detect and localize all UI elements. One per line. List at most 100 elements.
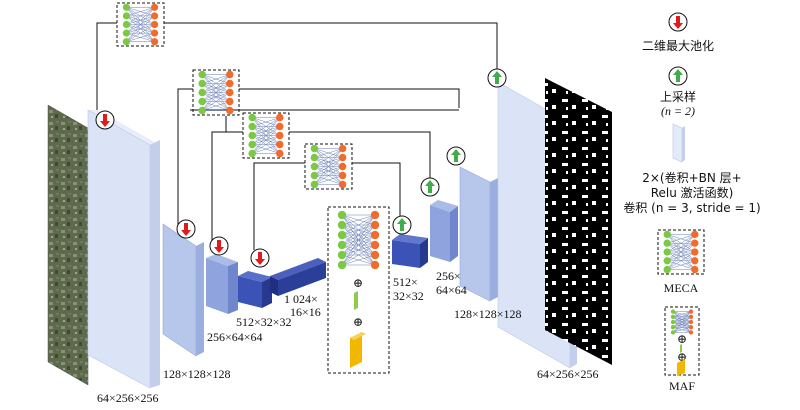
orange-node — [151, 38, 159, 46]
green-node — [310, 171, 319, 180]
legend-conv-line3: 卷积 (n = 3, stride = 1) — [623, 200, 760, 215]
orange-node — [688, 330, 694, 335]
encoder-block-2 — [162, 223, 204, 357]
orange-node — [276, 131, 284, 140]
encoder-block-1 — [87, 109, 160, 389]
green-node — [663, 265, 671, 274]
green-node — [248, 140, 256, 149]
legend: 二维最大池化 上采样 (n = 2) 2×(卷积+BN 层+ Relu 激活函数… — [623, 12, 761, 393]
orange-node — [688, 314, 694, 319]
orange-node — [338, 171, 347, 180]
green-node — [122, 20, 130, 29]
legend-conv-icon — [672, 123, 685, 163]
green-node — [248, 131, 256, 140]
orange-node — [688, 325, 694, 330]
meca-module-3 — [242, 112, 290, 159]
green-node — [337, 210, 347, 220]
orange-node — [338, 162, 347, 171]
label-dec2-2: 64×64 — [436, 283, 467, 297]
label-bottleneck-2: 16×16 — [290, 305, 321, 319]
legend-maxpool-label: 二维最大池化 — [642, 39, 714, 53]
green-node — [337, 260, 347, 270]
orange-node — [151, 12, 159, 20]
orange-node — [276, 149, 284, 158]
svg-text:⊕: ⊕ — [677, 350, 687, 364]
green-node — [337, 220, 347, 230]
svg-text:⊕: ⊕ — [677, 332, 687, 346]
orange-node — [370, 260, 380, 270]
legend-conv-line1: 2×(卷积+BN 层+ — [642, 170, 742, 185]
legend-upsample-icon — [668, 66, 688, 86]
green-node — [198, 70, 206, 79]
upsample-arrow-3 — [420, 177, 440, 197]
encoder-block-4 — [238, 271, 272, 308]
orange-node — [370, 220, 380, 230]
green-node — [248, 113, 256, 122]
green-node — [337, 250, 347, 260]
maf-green-bar — [354, 291, 358, 310]
label-bottleneck-1: 1 024× — [284, 292, 318, 306]
legend-upsample-label: 上采样 — [660, 89, 696, 104]
green-node — [337, 230, 347, 240]
legend-upsample-n: (n = 2) — [661, 104, 695, 118]
green-node — [122, 12, 130, 20]
encoder-block-3 — [206, 254, 238, 314]
label-dec3-1: 512× — [393, 275, 418, 289]
orange-node — [688, 319, 694, 325]
label-dec1: 128×128×128 — [454, 307, 522, 321]
orange-node — [226, 106, 234, 115]
green-node — [663, 239, 671, 247]
orange-node — [370, 240, 380, 250]
legend-meca-icon — [657, 229, 705, 275]
green-node — [122, 3, 130, 11]
green-node — [670, 319, 676, 325]
maf-plus-1: ⊕ — [353, 276, 363, 290]
orange-node — [370, 230, 380, 240]
label-dec2-1: 256× — [436, 269, 461, 283]
green-node — [663, 230, 671, 239]
meca-module-4 — [304, 143, 353, 190]
orange-node — [338, 180, 347, 189]
orange-node — [226, 79, 234, 88]
decoder-block-2 — [459, 166, 498, 302]
legend-maxpool-icon — [668, 12, 688, 32]
green-node — [310, 153, 319, 162]
green-node — [663, 257, 671, 265]
orange-node — [151, 20, 159, 29]
green-node — [310, 144, 319, 153]
green-node — [670, 325, 676, 330]
upsample-arrow-2 — [446, 146, 466, 166]
green-node — [198, 88, 206, 97]
label-dec3-2: 32×32 — [393, 289, 424, 303]
green-node — [310, 162, 319, 171]
label-enc2: 256×64×64 — [207, 330, 263, 344]
green-node — [310, 180, 319, 189]
orange-node — [370, 250, 380, 260]
orange-node — [370, 210, 380, 220]
maxpool-arrow-1 — [95, 110, 115, 130]
maxpool-arrow-3 — [209, 236, 229, 256]
legend-conv-line2: Relu 激活函数) — [651, 185, 734, 200]
orange-node — [276, 113, 284, 122]
label-input-size: 64×256×256 — [97, 391, 159, 405]
maf-module: ⊕ ⊕ — [327, 206, 390, 374]
decoder-block-4 — [392, 234, 428, 268]
decoder-block-3 — [430, 200, 458, 262]
label-output-size: 64×256×256 — [537, 367, 599, 381]
orange-node — [688, 309, 694, 314]
orange-node — [338, 144, 347, 153]
upsample-arrow-4 — [392, 215, 412, 235]
legend-maf-icon: ⊕ ⊕ — [664, 306, 700, 376]
legend-meca-label: MECA — [664, 281, 699, 295]
meca-module-2 — [192, 69, 240, 116]
maxpool-arrow-4 — [250, 248, 270, 268]
orange-node — [691, 230, 699, 239]
skip-connections — [96, 22, 498, 250]
orange-node — [691, 265, 699, 274]
orange-node — [338, 153, 347, 162]
green-node — [122, 38, 130, 46]
output-mask — [545, 78, 612, 365]
label-enc3: 512×32×32 — [236, 315, 292, 329]
orange-node — [276, 140, 284, 149]
